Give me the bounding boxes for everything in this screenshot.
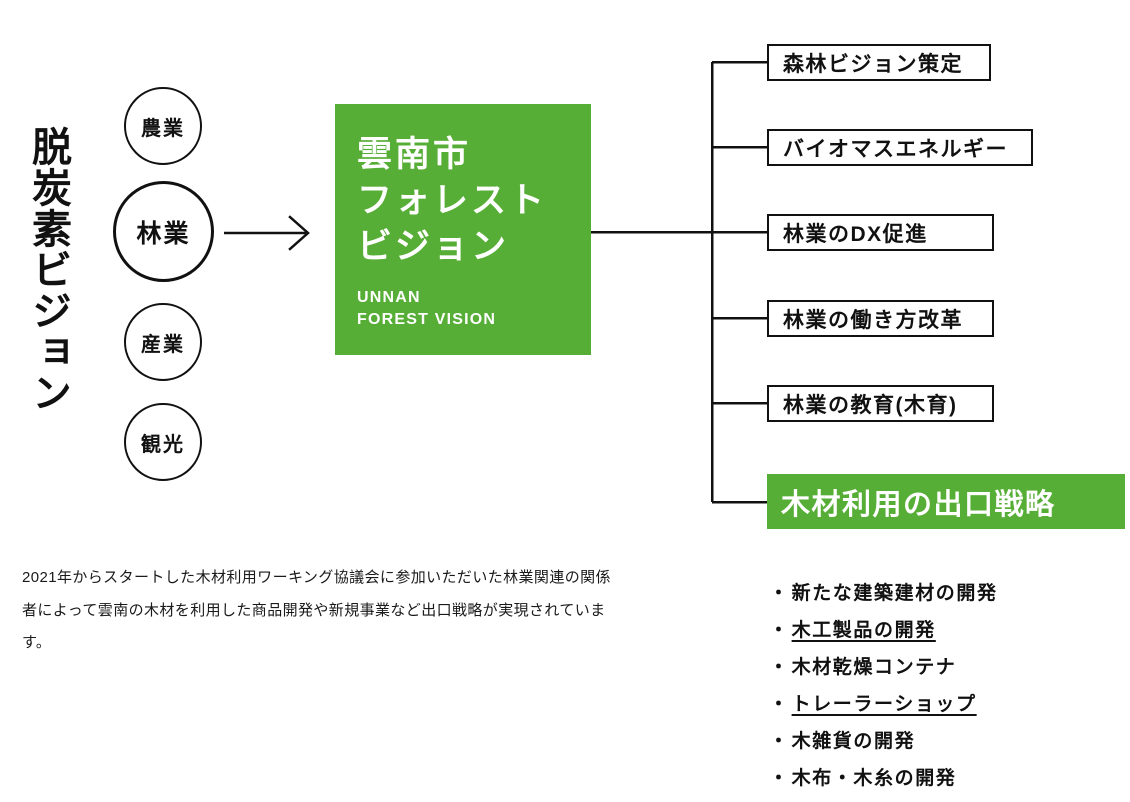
strategy-box-forestry-dx[interactable]: 林業のDX促進 bbox=[767, 214, 994, 251]
strategy-box-forest-vision-planning[interactable]: 森林ビジョン策定 bbox=[767, 44, 991, 81]
sector-circle-industry: 産業 bbox=[124, 303, 202, 381]
strategy-box-label: 林業の働き方改革 bbox=[783, 308, 963, 332]
list-item[interactable]: ・ 木工製品の開発 bbox=[769, 615, 1119, 642]
strategy-box-label: バイオマスエネルギー bbox=[783, 137, 1008, 161]
list-item: ・ 木雑貨の開発 bbox=[769, 726, 1119, 753]
description-paragraph: 2021年からスタートした木材利用ワーキング協議会に参加いただいた林業関連の関係… bbox=[22, 569, 611, 652]
export-strategy-list: ・ 新たな建築建材の開発 ・ 木工製品の開発 ・ 木材乾燥コンテナ ・ トレーラ… bbox=[769, 578, 1119, 800]
strategy-box-biomass-energy[interactable]: バイオマスエネルギー bbox=[767, 129, 1033, 166]
list-item[interactable]: ・ トレーラーショップ bbox=[769, 689, 1119, 716]
bullet-marker-icon: ・ bbox=[769, 657, 790, 678]
decarbonization-vision-label: 脱炭素ビジョン bbox=[26, 126, 70, 413]
list-item: ・ 木材乾燥コンテナ bbox=[769, 652, 1119, 679]
bullet-marker-icon: ・ bbox=[769, 694, 790, 715]
bullet-marker-icon: ・ bbox=[769, 731, 790, 752]
list-item-label: 新たな建築建材の開発 bbox=[791, 583, 998, 604]
bullet-marker-icon: ・ bbox=[769, 768, 790, 789]
strategy-box-label: 林業の教育(木育) bbox=[783, 393, 958, 417]
banner-label: 木材利用の出口戦略 bbox=[781, 488, 1056, 521]
sector-circle-agriculture: 農業 bbox=[124, 87, 202, 165]
list-item: ・ 木布・木糸の開発 bbox=[769, 763, 1119, 790]
bullet-marker-icon: ・ bbox=[769, 583, 790, 604]
sector-circle-forestry: 林業 bbox=[113, 181, 214, 282]
sector-circle-label: 農業 bbox=[141, 117, 185, 140]
strategy-box-forestry-education[interactable]: 林業の教育(木育) bbox=[767, 385, 994, 422]
list-item-label: 木雑貨の開発 bbox=[791, 731, 916, 752]
hero-title: 雲南市 フォレスト ビジョン bbox=[357, 135, 548, 267]
timber-export-strategy-banner[interactable]: 木材利用の出口戦略 bbox=[767, 474, 1125, 529]
sector-circle-label: 産業 bbox=[141, 333, 185, 356]
sector-circle-tourism: 観光 bbox=[124, 403, 202, 481]
strategy-box-work-style-reform[interactable]: 林業の働き方改革 bbox=[767, 300, 994, 337]
strategy-box-label: 林業のDX促進 bbox=[783, 222, 928, 246]
strategy-box-label: 森林ビジョン策定 bbox=[783, 52, 963, 76]
hero-subtitle: UNNAN FOREST VISION bbox=[357, 288, 497, 328]
list-item-label: 木材乾燥コンテナ bbox=[791, 657, 957, 678]
sector-circle-label: 観光 bbox=[141, 433, 185, 456]
unnan-forest-vision-box: 雲南市 フォレスト ビジョン UNNAN FOREST VISION bbox=[335, 104, 591, 355]
list-item: ・ 新たな建築建材の開発 bbox=[769, 578, 1119, 605]
sector-circle-label: 林業 bbox=[136, 219, 191, 248]
list-item-label: 木工製品の開発 bbox=[791, 620, 936, 641]
right-arrow-icon bbox=[224, 213, 324, 253]
list-item-label: トレーラーショップ bbox=[791, 694, 977, 715]
list-item-label: 木布・木糸の開発 bbox=[791, 768, 957, 789]
bullet-marker-icon: ・ bbox=[769, 620, 790, 641]
